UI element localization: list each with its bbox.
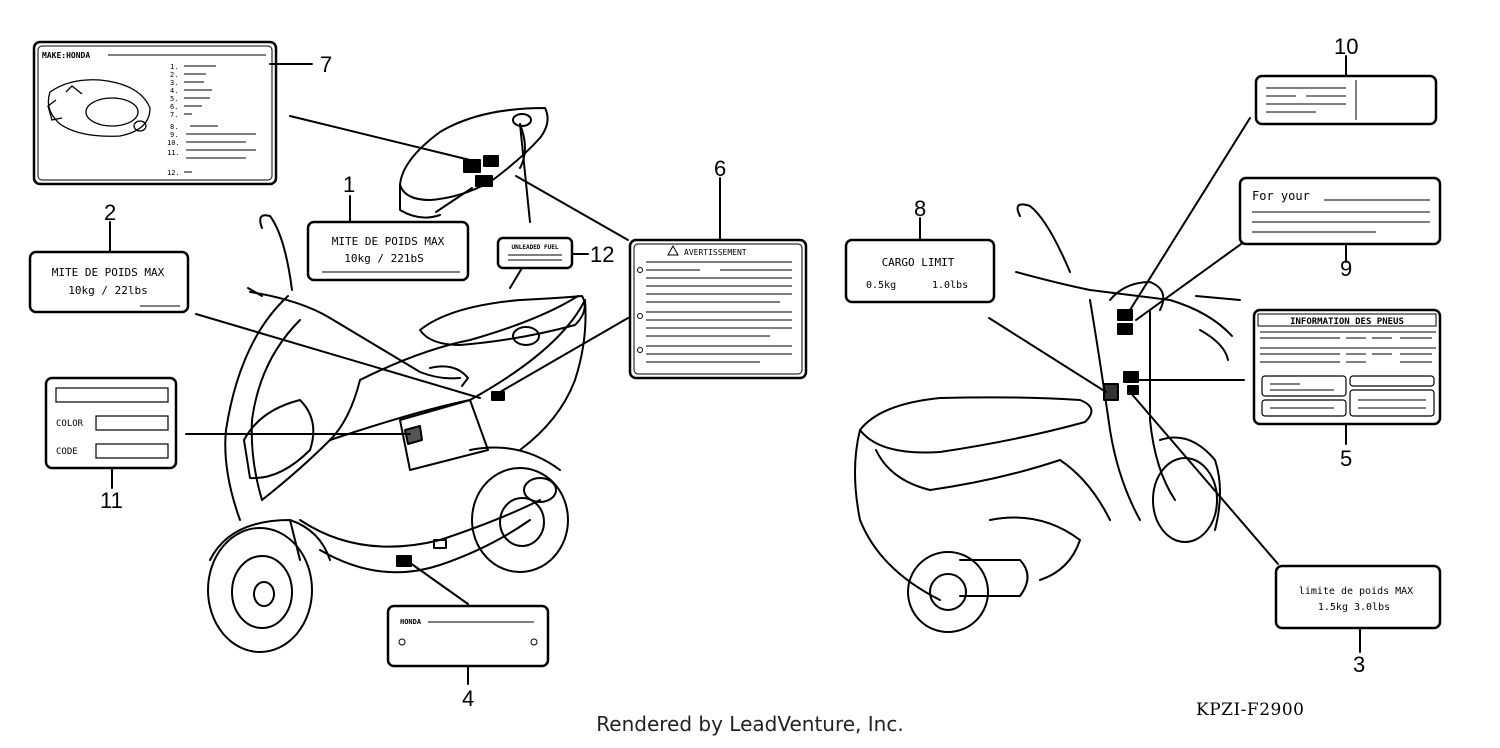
label-8-cargo-limit: CARGO LIMIT 0.5kg 1.0lbs 8 (844, 196, 996, 304)
label-7-header: MAKE:HONDA (42, 51, 90, 60)
callout-number-2: 2 (104, 200, 116, 225)
label-6-warning: AVERTISSEMENT 6 (628, 156, 808, 380)
label-9-owner-info: For your 9 (1238, 176, 1442, 281)
label-6-title: AVERTISSEMENT (684, 248, 747, 257)
callout-number-4: 4 (462, 686, 474, 711)
callout-number-11: 11 (100, 488, 123, 513)
diagram-code: KPZI-F2900 (1196, 700, 1305, 720)
label-2-line1: MITE DE POIDS MAX (52, 266, 165, 279)
footer-credit: Rendered by LeadVenture, Inc. (596, 712, 904, 736)
label-4-frame-plate: HONDA 4 (386, 604, 550, 711)
callout-number-9: 9 (1340, 256, 1352, 281)
spec-item: 1. (170, 63, 178, 71)
spec-item: 10. (167, 139, 180, 147)
label-12-fuel: UNLEADED FUEL 12 (496, 236, 614, 270)
callout-number-8: 8 (914, 196, 926, 221)
label-3-line2: 1.5kg 3.0lbs (1318, 602, 1390, 613)
callout-number-5: 5 (1340, 446, 1352, 471)
label-7-spec-plate: MAKE:HONDA 1. 2. 3. 4. 5. 6. 7. 8. 9. 10… (32, 40, 332, 186)
label-9-text: For your (1252, 189, 1310, 203)
spec-item: 6. (170, 103, 178, 111)
spec-item: 12. (167, 169, 180, 177)
label-1-line1: MITE DE POIDS MAX (332, 235, 445, 248)
label-2-line2: 10kg / 22lbs (68, 284, 147, 297)
label-8-value-lbs: 1.0lbs (932, 280, 968, 291)
label-8-line1: CARGO LIMIT (882, 256, 955, 269)
label-5-tire-info: INFORMATION DES PNEUS 5 (1252, 308, 1442, 471)
callout-number-10: 10 (1334, 34, 1358, 59)
spec-item: 9. (170, 131, 178, 139)
left-scooter-illustration (207, 107, 587, 653)
label-8-value-kg: 0.5kg (866, 280, 896, 291)
spec-item: 8. (170, 123, 178, 131)
label-5-title: INFORMATION DES PNEUS (1290, 317, 1404, 327)
spec-item: 7. (170, 111, 178, 119)
spec-item: 2. (170, 71, 178, 79)
spec-item: 4. (170, 87, 178, 95)
callout-number-12: 12 (590, 242, 614, 267)
spec-item: 3. (170, 79, 178, 87)
label-1-line2: 10kg / 221bS (344, 252, 423, 265)
label-11-color-label: COLOR (56, 419, 84, 429)
spec-item: 5. (170, 95, 178, 103)
label-11-code-label: CODE (56, 447, 78, 457)
callout-number-3: 3 (1353, 652, 1365, 677)
callout-number-6: 6 (714, 156, 726, 181)
label-11-color-code: COLOR CODE 11 (44, 376, 178, 513)
label-10-info: 10 (1254, 34, 1438, 126)
callout-number-1: 1 (343, 172, 355, 197)
label-4-brand: HONDA (400, 618, 422, 626)
callout-number-7: 7 (320, 52, 332, 77)
label-3-weight-limit: limite de poids MAX 1.5kg 3.0lbs 3 (1274, 564, 1442, 677)
label-12-text: UNLEADED FUEL (512, 244, 559, 251)
spec-item: 11. (167, 149, 180, 157)
label-1-weight-limit: MITE DE POIDS MAX 10kg / 221bS 1 (306, 172, 470, 282)
label-2-weight-limit: MITE DE POIDS MAX 10kg / 22lbs 2 (28, 200, 190, 314)
label-3-line1: limite de poids MAX (1299, 586, 1413, 597)
